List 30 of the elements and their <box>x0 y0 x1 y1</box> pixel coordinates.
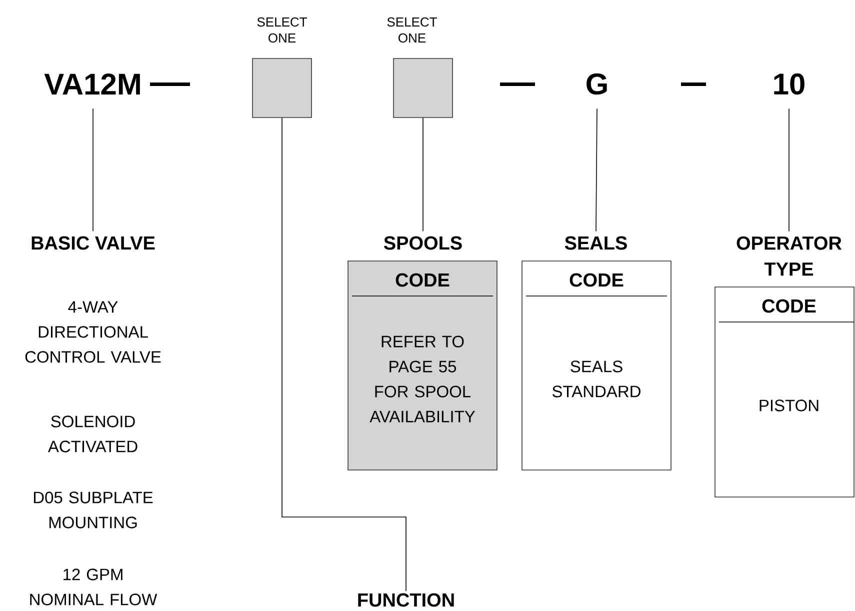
section-heading: SEALS <box>564 236 627 250</box>
node-label: REFER TO PAGE 55 FOR SPOOL AVAILABILITY <box>370 336 476 422</box>
description-text: SOLENOID ACTIVATED <box>48 416 138 452</box>
node-label: CODE <box>762 299 816 313</box>
instruction-text: SELECT ONE <box>387 17 437 43</box>
node-label: PISTON <box>760 400 818 412</box>
node-label: CODE <box>396 273 450 287</box>
instruction-text: SELECT ONE <box>257 17 307 43</box>
connector-line <box>596 108 598 232</box>
node-label: CODE <box>570 273 624 287</box>
node-label: SEALS STANDARD <box>552 360 640 398</box>
code-table: CODE REFER TO PAGE 55 FOR SPOOL AVAILABILITY <box>348 260 498 470</box>
connector-line <box>92 108 94 232</box>
code-table: CODE SEALS STANDARD <box>522 260 672 470</box>
description-text: 4-WAY DIRECTIONAL CONTROL VALVE <box>25 301 161 363</box>
description-text: 12 GPM NOMINAL FLOW <box>30 568 158 606</box>
connector-line <box>788 108 790 232</box>
connector-line <box>282 118 406 592</box>
description-text: D05 SUBPLATE MOUNTING <box>34 492 153 528</box>
connector-line <box>422 118 424 232</box>
select-box <box>393 58 453 118</box>
section-heading: OPERATOR TYPE <box>736 236 842 276</box>
model-code: VA12M <box>44 74 140 94</box>
code-table: CODE PISTON <box>714 286 854 498</box>
section-heading: SPOOLS <box>384 236 462 250</box>
section-heading: BASIC VALVE <box>32 236 155 250</box>
select-box <box>252 58 312 118</box>
model-code: G <box>586 73 607 95</box>
section-heading: FUNCTION <box>358 593 454 607</box>
model-code: 10 <box>774 73 804 95</box>
